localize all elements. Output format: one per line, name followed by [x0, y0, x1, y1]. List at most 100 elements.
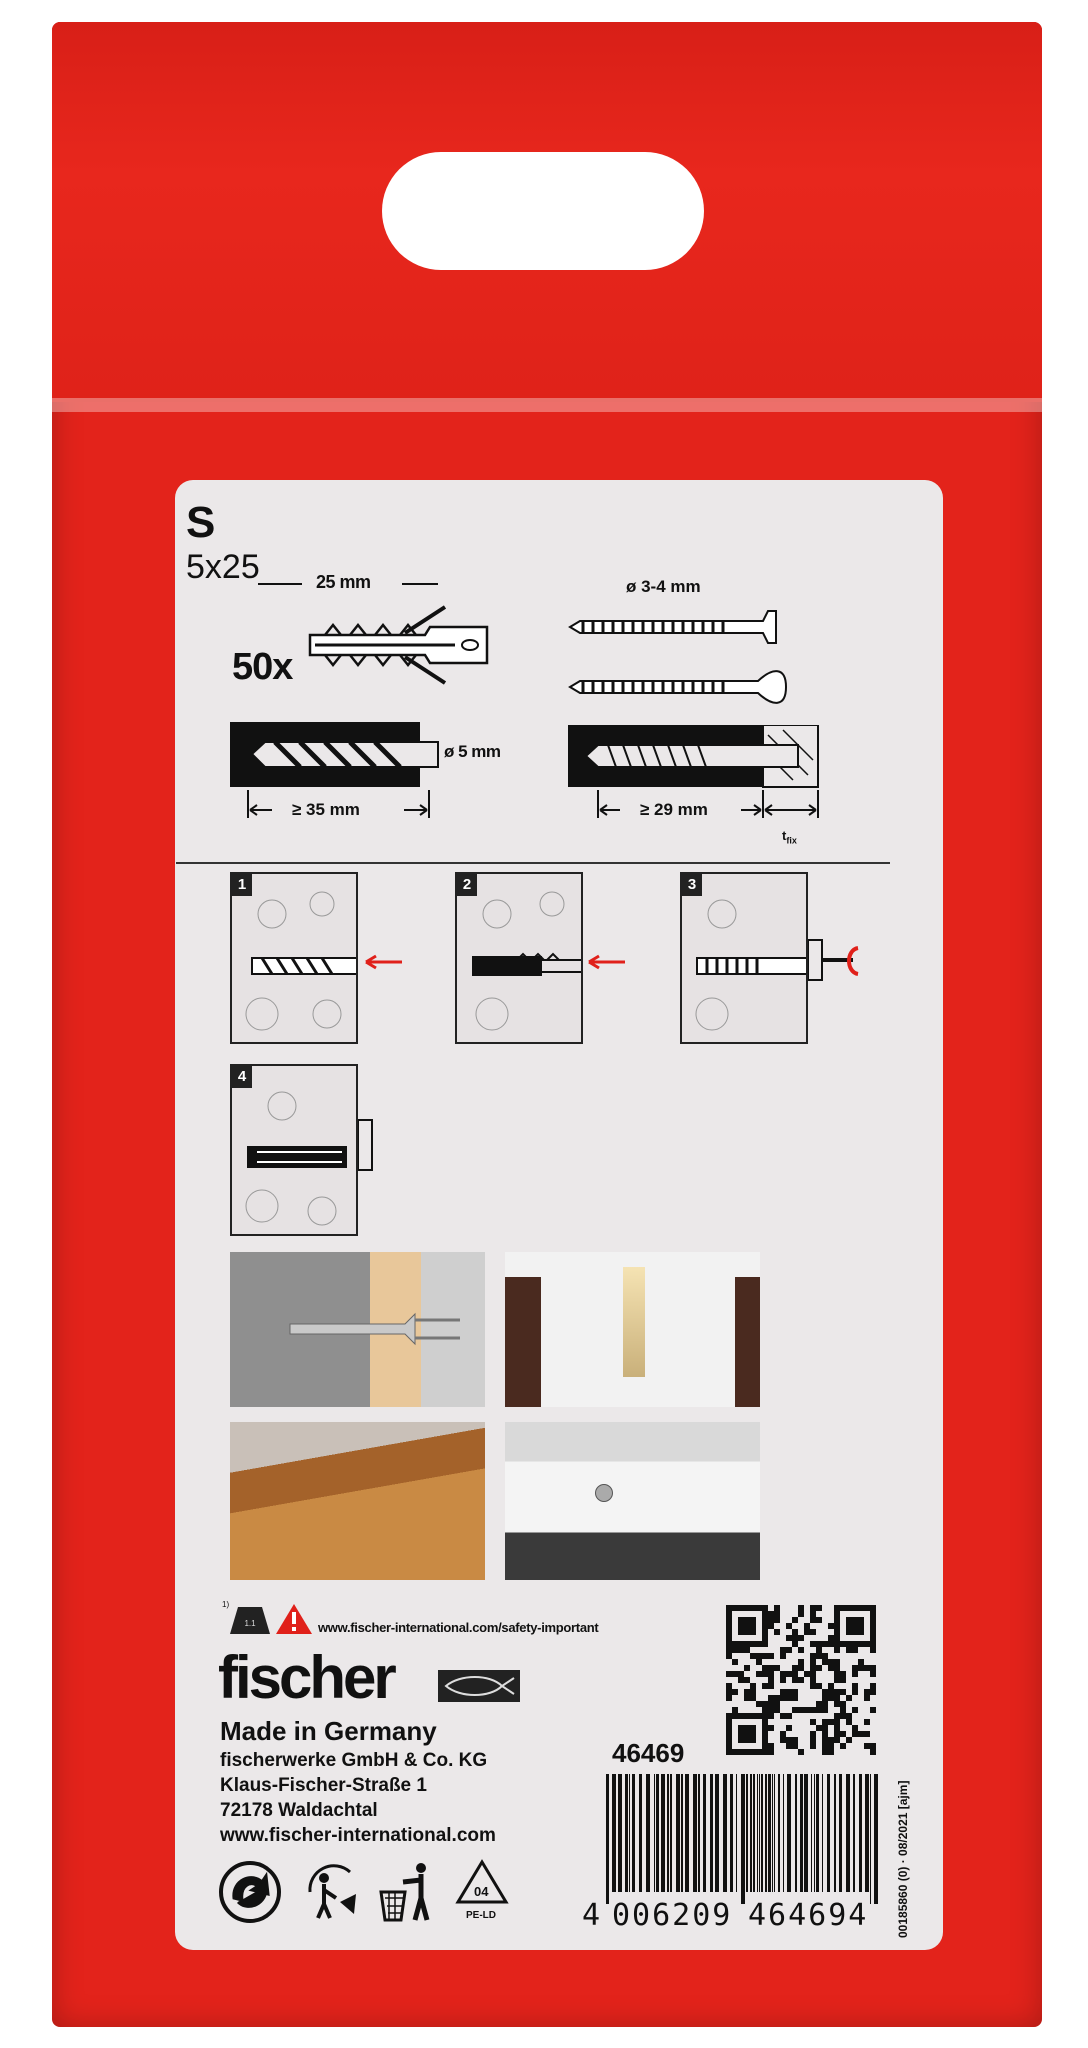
qr-module [810, 1653, 816, 1659]
step-number: 4 [232, 1066, 252, 1088]
qr-module [858, 1617, 864, 1623]
qr-module [732, 1713, 738, 1719]
qr-module [726, 1689, 732, 1695]
qr-module [744, 1689, 750, 1695]
qr-module [786, 1635, 792, 1641]
qr-module [786, 1713, 792, 1719]
qr-module [762, 1635, 768, 1641]
qr-module [846, 1737, 852, 1743]
qr-module [774, 1605, 780, 1611]
qr-module [780, 1677, 786, 1683]
qr-module [774, 1701, 780, 1707]
qr-module [870, 1749, 876, 1755]
anchor-length: 25 mm [316, 572, 371, 592]
product-size: 5x25 [186, 548, 260, 586]
litter-bin-icon [379, 1863, 430, 1922]
qr-module [846, 1617, 852, 1623]
qr-module [780, 1737, 786, 1743]
qr-module [786, 1743, 792, 1749]
qr-module [834, 1659, 840, 1665]
barcode-bar [874, 1774, 878, 1904]
qr-code[interactable] [726, 1605, 878, 1761]
qr-module [816, 1641, 822, 1647]
safety-link[interactable]: www.fischer-international.com/safety-imp… [318, 1620, 599, 1635]
qr-module [810, 1671, 816, 1677]
qr-module [852, 1605, 858, 1611]
barcode-bar [774, 1774, 775, 1892]
installed-anchor-diagram [568, 725, 819, 788]
qr-module [852, 1623, 858, 1629]
qr-module [816, 1701, 822, 1707]
screw-diameter: ø 3-4 mm [626, 577, 701, 596]
qr-module [762, 1665, 768, 1671]
qr-module [744, 1731, 750, 1737]
qr-module [810, 1665, 816, 1671]
qr-module [768, 1749, 774, 1755]
qr-module [834, 1629, 840, 1635]
barcode-bar [606, 1774, 609, 1904]
qr-module [834, 1713, 840, 1719]
barcode-bar [853, 1774, 855, 1892]
qr-module [750, 1749, 756, 1755]
qr-module [738, 1647, 744, 1653]
qr-module [810, 1641, 816, 1647]
qr-module [852, 1683, 858, 1689]
qr-module [738, 1641, 744, 1647]
barcode-bar [693, 1774, 697, 1892]
qr-module [792, 1743, 798, 1749]
qr-module [840, 1743, 846, 1749]
qr-module [750, 1653, 756, 1659]
qr-module [822, 1641, 828, 1647]
barcode-bar [730, 1774, 733, 1892]
qr-module [834, 1611, 840, 1617]
qr-module [726, 1719, 732, 1725]
qr-module [792, 1707, 798, 1713]
company-street: Klaus-Fischer-Straße 1 [220, 1775, 427, 1796]
ean-left-digits: 006209 [612, 1898, 733, 1933]
qr-module [858, 1731, 864, 1737]
barcode-bar [778, 1774, 780, 1892]
barcode-bar [859, 1774, 862, 1892]
barcode-bar [670, 1774, 672, 1892]
qr-module [726, 1611, 732, 1617]
qr-module [792, 1665, 798, 1671]
photo-skirting-board [230, 1422, 485, 1580]
qr-module [780, 1653, 786, 1659]
qr-module [726, 1641, 732, 1647]
qr-module [732, 1647, 738, 1653]
qr-module [726, 1629, 732, 1635]
qr-module [852, 1617, 858, 1623]
qr-module [750, 1725, 756, 1731]
qr-module [774, 1629, 780, 1635]
qr-module [726, 1743, 732, 1749]
qr-module [846, 1629, 852, 1635]
drill-diameter: ø 5 mm [444, 742, 501, 761]
qr-module [792, 1617, 798, 1623]
qr-module [756, 1605, 762, 1611]
qr-module [798, 1635, 804, 1641]
qr-module [828, 1623, 834, 1629]
barcode-bar [800, 1774, 803, 1892]
qr-module [804, 1623, 810, 1629]
qr-module [828, 1737, 834, 1743]
qr-module [762, 1611, 768, 1617]
qr-module [738, 1677, 744, 1683]
qr-module [834, 1641, 840, 1647]
barcode-bar [741, 1774, 745, 1904]
barcode-bar [746, 1774, 748, 1892]
qr-module [726, 1737, 732, 1743]
qr-module [834, 1695, 840, 1701]
qr-module [774, 1611, 780, 1617]
qr-module [726, 1725, 732, 1731]
qr-module [768, 1683, 774, 1689]
company-website[interactable]: www.fischer-international.com [220, 1825, 496, 1846]
barcode-bar [787, 1774, 791, 1892]
qr-module [762, 1719, 768, 1725]
qr-module [870, 1707, 876, 1713]
qr-module [762, 1605, 768, 1611]
t-fix-subscript: fix [786, 835, 797, 846]
qr-module [732, 1641, 738, 1647]
qr-module [726, 1671, 732, 1677]
qr-module [726, 1647, 732, 1653]
qr-module [816, 1707, 822, 1713]
